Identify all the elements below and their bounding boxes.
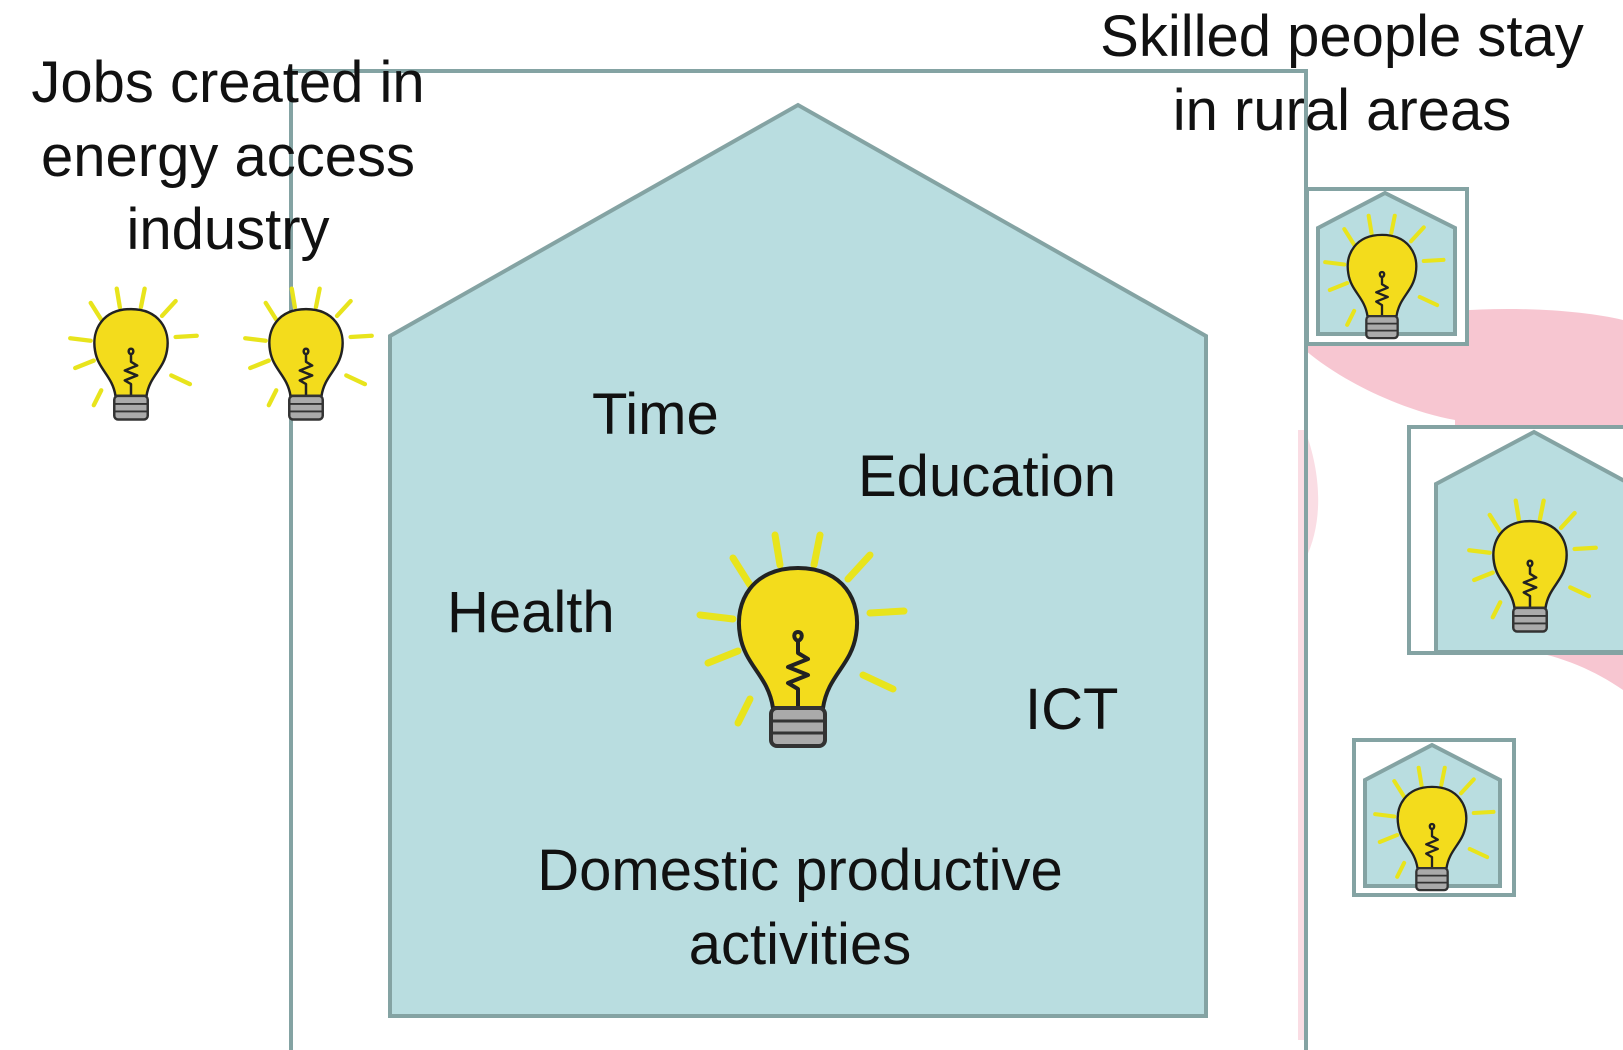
outer-frame (289, 69, 1308, 1050)
skilled-line-2: in rural areas (1172, 77, 1512, 143)
domestic-line-1: Domestic productive (537, 838, 1063, 903)
jobs-created-label: Jobs created in energy access industry (0, 46, 456, 267)
main-house (388, 102, 1208, 1018)
education-label: Education (858, 444, 1116, 509)
skilled-people-label: Skilled people stay in rural areas (1062, 0, 1622, 147)
ict-label: ICT (1025, 677, 1119, 742)
lightbulb-icon (245, 289, 371, 420)
jobs-line-3: industry (126, 197, 330, 263)
time-label: Time (592, 382, 719, 447)
health-label: Health (447, 580, 615, 645)
domestic-line-2: activities (688, 911, 912, 977)
pink-swoosh-lower (1298, 430, 1319, 1040)
jobs-line-1: Jobs created in (31, 50, 425, 115)
jobs-line-2: energy access (41, 123, 415, 189)
lightbulb-icon (70, 289, 196, 420)
domestic-activities-label: Domestic productive activities (470, 834, 1130, 981)
skilled-line-1: Skilled people stay (1100, 4, 1584, 69)
